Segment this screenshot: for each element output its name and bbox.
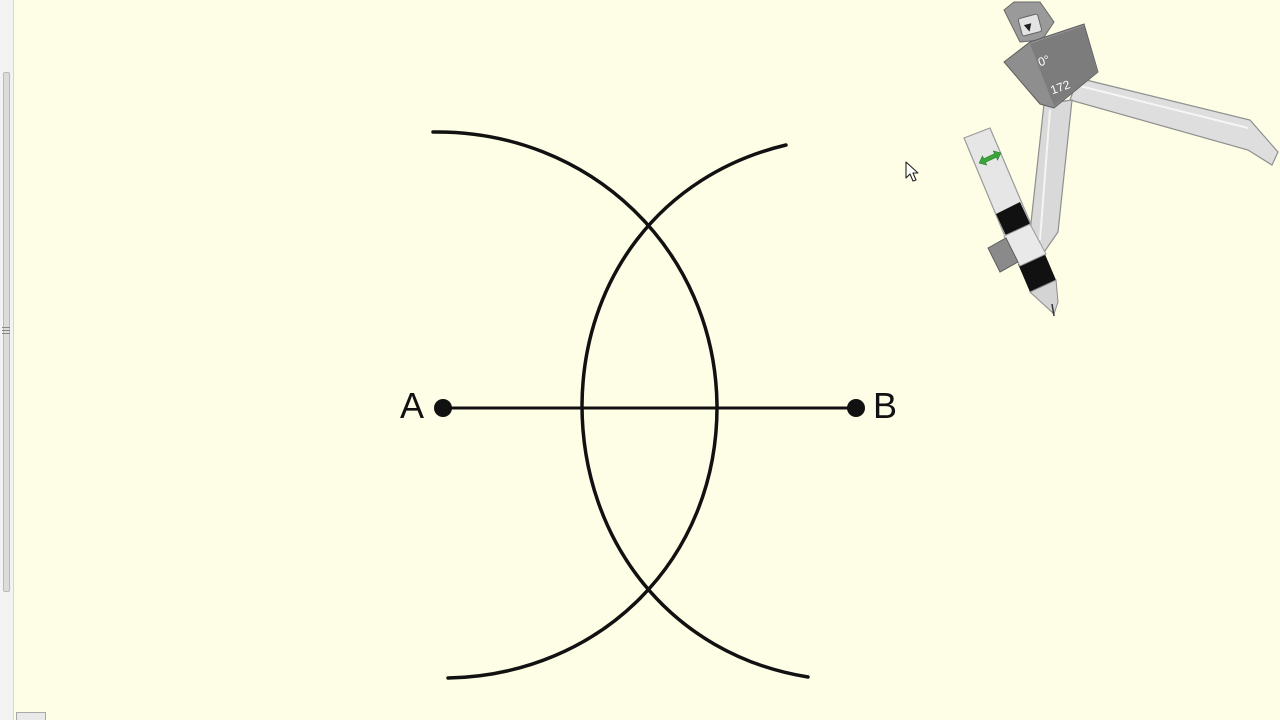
point-a-label: A: [400, 385, 424, 426]
vertical-scrollbar[interactable]: [0, 0, 14, 720]
dropdown-arrow-icon: ▼: [1023, 22, 1034, 35]
scrollbar-grip-icon: [2, 326, 10, 336]
pencil-arm-highlight: [1039, 109, 1051, 241]
point-b-label: B: [873, 385, 897, 426]
arc-from-b: [431, 130, 719, 680]
dial-face: [1030, 26, 1098, 106]
arc-from-a: [580, 143, 810, 679]
double-arrow-icon[interactable]: [977, 148, 1003, 167]
point-a[interactable]: [434, 399, 452, 417]
bottom-scroll-tab[interactable]: [16, 712, 46, 720]
adjust-knob[interactable]: [987, 237, 1019, 273]
compass-dropdown-button[interactable]: [1017, 13, 1043, 37]
angle-readout: 0°: [1036, 52, 1052, 69]
needle-arm-highlight: [1079, 85, 1249, 129]
pencil-tip: [1029, 279, 1059, 315]
mouse-pointer-icon: [905, 161, 919, 182]
compass-tool[interactable]: ▼ 0° 172: [963, 1, 1279, 317]
point-b[interactable]: [847, 399, 865, 417]
radius-readout: 172: [1048, 77, 1072, 97]
pencil-lead: [1051, 303, 1055, 317]
